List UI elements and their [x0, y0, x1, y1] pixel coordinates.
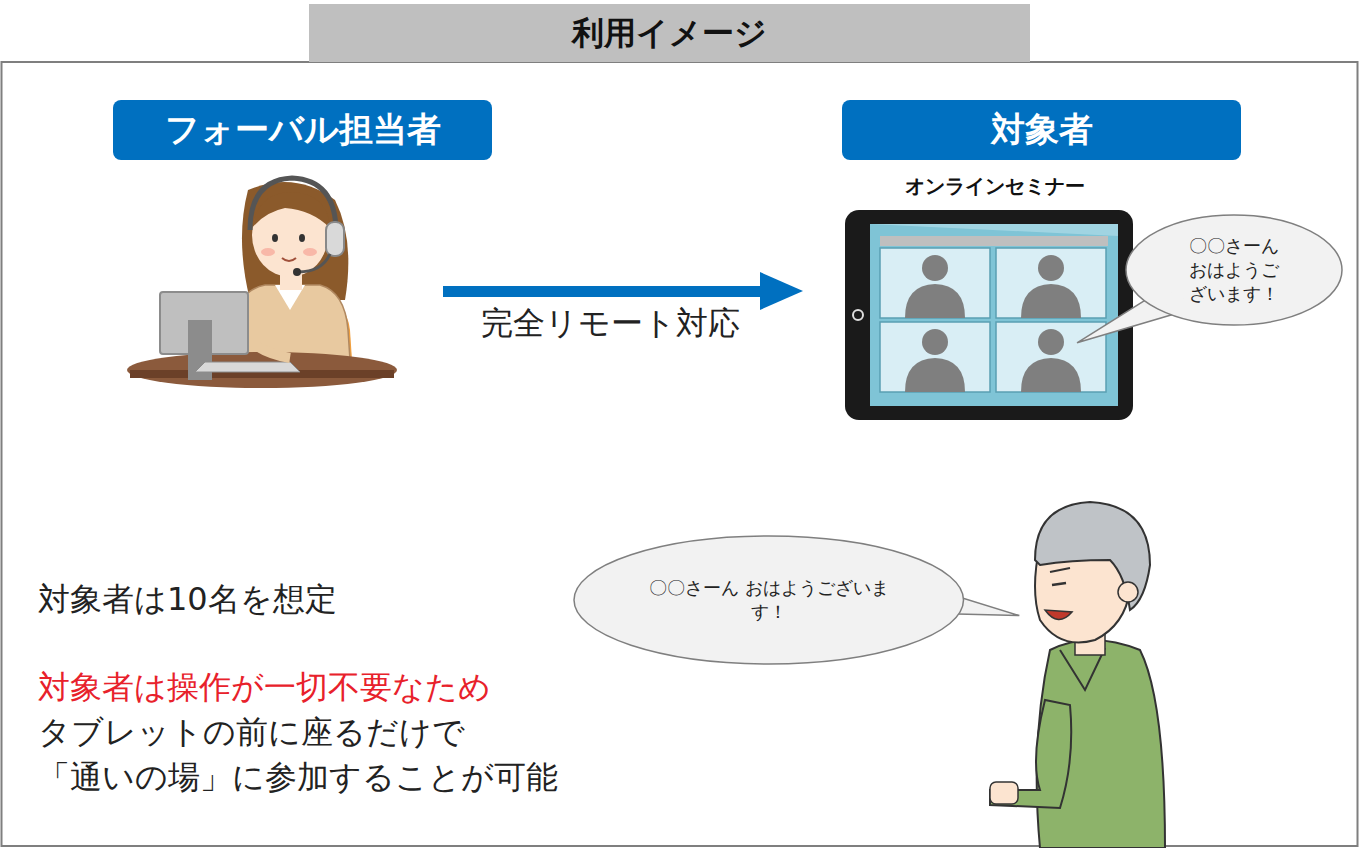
elderly-man	[990, 502, 1165, 848]
header-text: フォーバル担当者	[165, 107, 441, 153]
speech-bubble: 〇〇さーん おはようご ざいます！	[1125, 214, 1343, 326]
note-text: 対象者は操作が一切不要なため	[38, 668, 738, 706]
bubble-text: 〇〇さーん おはようご ざいます！	[1169, 234, 1299, 307]
bubble-outline	[573, 535, 965, 665]
note-text: 「通いの場」に参加することが可能	[38, 758, 738, 796]
tablet	[845, 210, 1133, 420]
role-header: フォーバル担当者	[113, 100, 492, 160]
note-text: 対象者は10名を想定	[38, 580, 658, 618]
diagram-title: 利用イメージ	[309, 4, 1030, 62]
header-text: 対象者	[991, 107, 1093, 153]
note-text: タブレットの前に座るだけで	[38, 713, 738, 751]
bubble-text: 〇〇さーん おはようございます！	[634, 576, 904, 625]
screen-caption: オンラインセミナー	[820, 174, 1170, 198]
title-band	[309, 4, 1030, 62]
arrow-label: 完全リモート対応	[440, 304, 780, 342]
operator-figure	[127, 178, 397, 388]
speech-bubble: 〇〇さーん おはようございます！	[573, 535, 965, 665]
role-header: 対象者	[842, 100, 1241, 160]
